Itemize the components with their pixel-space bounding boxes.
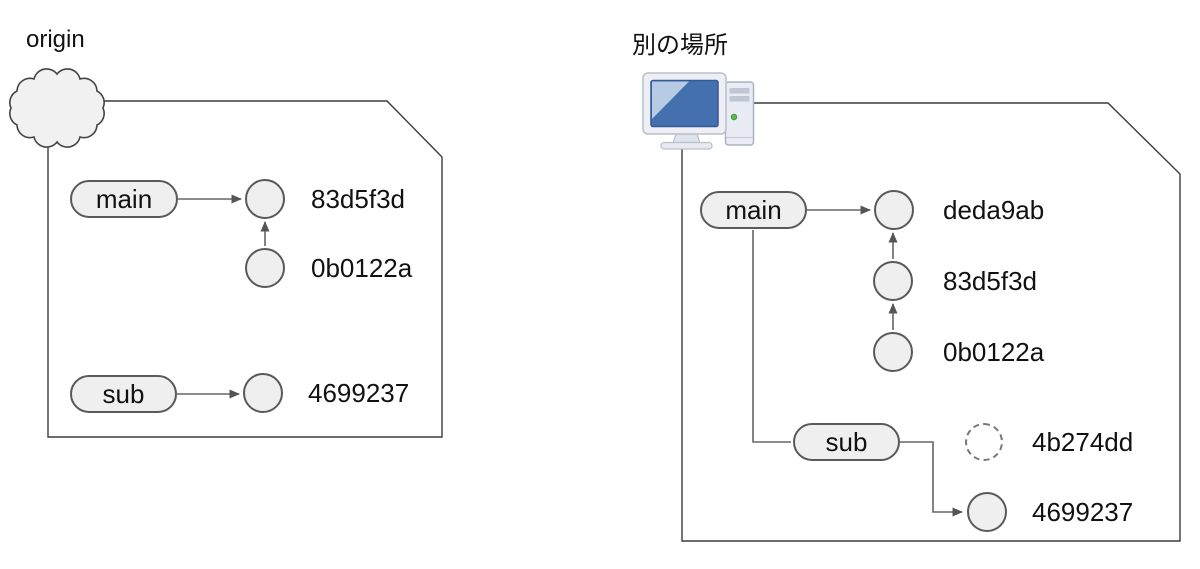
local-main-to-sub-connector (752, 230, 791, 443)
remote-sub-branch-label: sub (102, 378, 145, 409)
local-main-commit-node-2 (873, 261, 913, 301)
remote-main-commit-node-2 (245, 248, 285, 288)
remote-main-branch-pill: main (70, 180, 178, 218)
local-sub-commit-hash-2: 4699237 (1032, 497, 1134, 527)
computer-icon (642, 72, 755, 150)
local-sub-branch-label: sub (825, 426, 868, 457)
cloud-icon (9, 68, 105, 148)
remote-sub-branch-pill: sub (70, 375, 177, 413)
local-sub-missing-commit-node (965, 423, 1003, 461)
remote-main-commit-hash-1: 83d5f3d (311, 184, 405, 214)
local-main-commit-node-3 (873, 332, 913, 372)
computer-tower (724, 81, 755, 146)
local-sub-pointer-arrow (900, 441, 963, 517)
local-main-branch-label: main (725, 194, 782, 225)
remote-main-branch-label: main (95, 183, 153, 214)
local-sub-commit-node-2 (967, 492, 1007, 532)
remote-main-commit-node-1 (245, 179, 285, 219)
local-sub-commit-hash-1: 4b274dd (1032, 427, 1134, 457)
local-title: 別の場所 (632, 32, 728, 59)
local-main-commit-node-1 (874, 190, 914, 230)
power-led (730, 113, 738, 121)
local-repo-box (681, 102, 1181, 542)
local-main-commit-hash-1: deda9ab (943, 195, 1045, 225)
local-sub-branch-pill: sub (793, 423, 900, 461)
remote-main-commit-hash-2: 0b0122a (311, 253, 413, 283)
computer-monitor (642, 72, 727, 150)
local-main-commit-hash-2: 83d5f3d (943, 266, 1037, 296)
local-main-commit-hash-3: 0b0122a (943, 337, 1045, 367)
remote-title: origin (26, 26, 85, 53)
remote-sub-commit-node-1 (243, 373, 283, 413)
local-main-branch-pill: main (700, 191, 807, 229)
remote-sub-commit-hash-1: 4699237 (308, 378, 410, 408)
